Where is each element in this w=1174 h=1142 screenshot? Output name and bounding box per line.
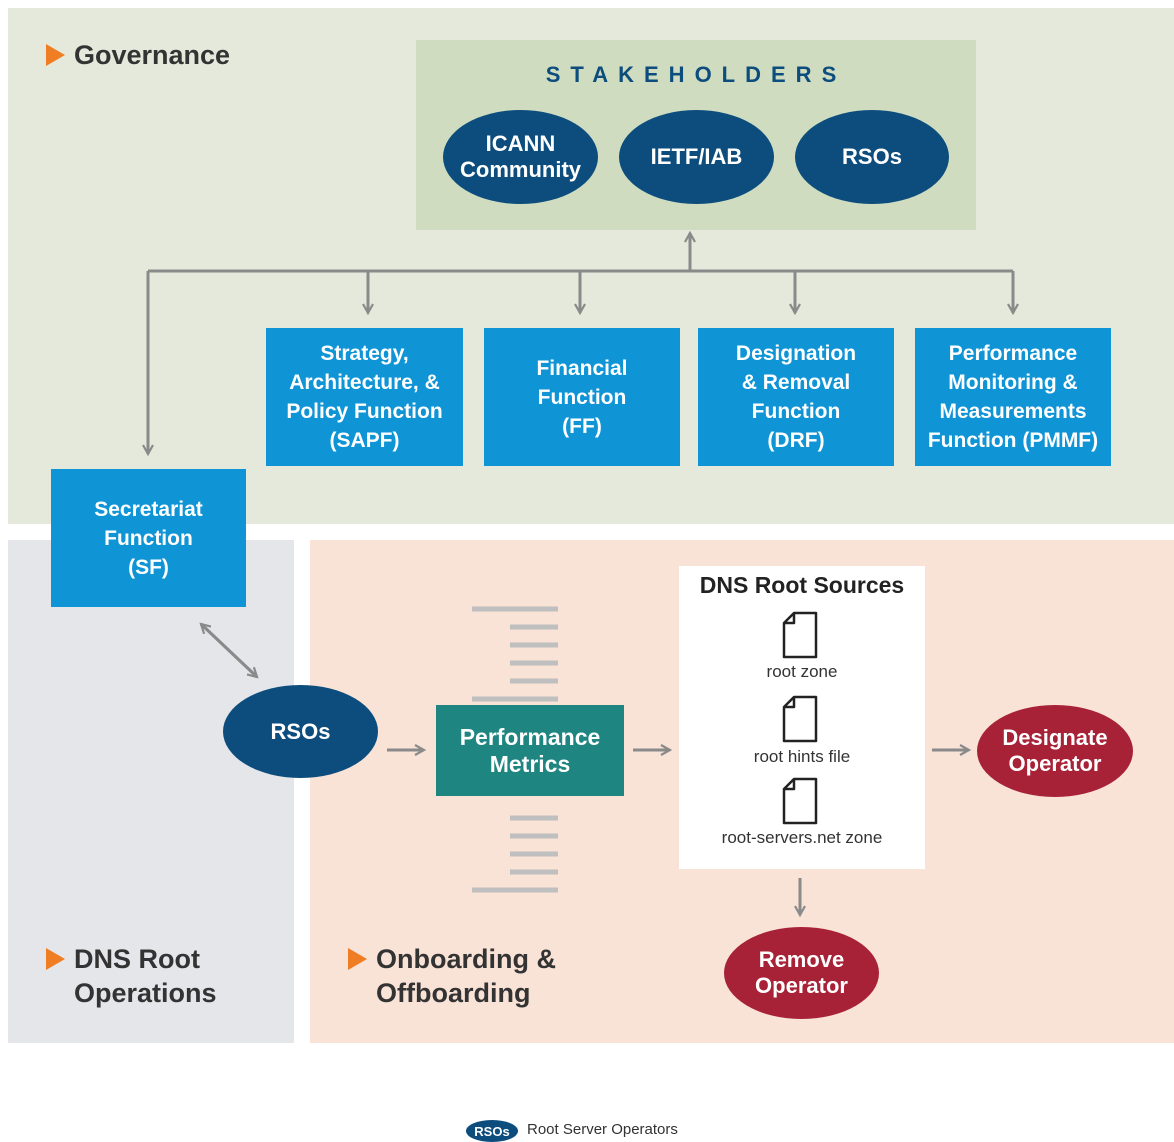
secretariat-function: Secretariat Function (SF) [51,469,246,607]
governance-heading: Governance [74,40,231,70]
sapf-line-4: (SAPF) [329,429,400,452]
dns-root-operations-heading: DNS Root Operations [74,942,217,1010]
metrics-line-2: Metrics [489,750,571,777]
remove-line-2: Operator [755,973,848,998]
onboarding-line-2: Offboarding [376,978,531,1008]
sapf-line-1: Strategy, [320,342,409,365]
dns-root-operations-line-1: DNS Root [74,944,200,974]
root-hints-label: root hints file [753,747,851,766]
drf-line-3: Function [751,400,841,423]
icann-line-2: Community [460,157,581,182]
ietf-iab-label: IETF/IAB [650,144,743,169]
metrics-line-1: Performance [459,723,601,750]
drf-line-1: Designation [735,342,857,365]
dns-root-operations-marker-icon [46,948,65,970]
sapf-line-2: Architecture, & [289,371,440,394]
designate-line-2: Operator [1008,751,1102,776]
root-hints-document-icon [782,695,818,743]
governance-marker-icon [46,44,65,66]
stakeholders-title: STAKEHOLDERS [545,62,847,87]
rsos-node: RSOs [223,685,378,778]
icann-line-1: ICANN [485,131,556,156]
ff-line-2: Function [537,385,627,409]
root-zone-document-icon [782,611,818,659]
onboarding-line-1: Onboarding & [376,944,556,974]
function-pmmf: Performance Monitoring & Measurements Fu… [915,328,1111,466]
drf-line-2: & Removal [741,371,851,394]
function-sapf: Strategy, Architecture, & Policy Functio… [266,328,463,466]
designate-operator-node: Designate Operator [977,705,1133,797]
sf-line-3: (SF) [128,555,169,579]
rsos-node-label: RSOs [270,718,331,744]
pmmf-line-2: Monitoring & [948,371,1078,394]
dns-root-operations-line-2: Operations [74,978,217,1008]
function-drf: Designation & Removal Function (DRF) [698,328,894,466]
drf-line-4: (DRF) [767,429,825,452]
root-servers-document-icon [782,777,818,825]
remove-line-1: Remove [758,947,845,972]
root-zone-label: root zone [766,662,838,681]
function-ff: Financial Function (FF) [484,328,680,466]
performance-metrics-box: Performance Metrics [436,705,624,796]
stakeholder-icann-community: ICANN Community [443,110,598,204]
onboarding-marker-icon [348,948,367,970]
stakeholder-rsos-label: RSOs [842,144,902,169]
ff-line-3: (FF) [562,414,602,438]
stakeholder-ietf-iab: IETF/IAB [619,110,774,204]
sapf-line-3: Policy Function [286,400,443,423]
root-servers-label: root-servers.net zone [721,828,883,847]
onboarding-heading: Onboarding & Offboarding [376,942,556,1010]
arrow-rsos-to-sf [201,624,259,679]
pmmf-line-1: Performance [948,342,1078,365]
ff-line-1: Financial [536,356,628,380]
metrics-ladder-graphic [472,606,558,893]
sf-line-2: Function [104,526,193,550]
dns-root-sources-title: DNS Root Sources [699,572,905,598]
sf-line-1: Secretariat [94,497,203,521]
legend-text: Root Server Operators [527,1121,678,1138]
stakeholder-rsos: RSOs [795,110,949,204]
pmmf-line-3: Measurements [939,400,1087,423]
remove-operator-node: Remove Operator [724,927,879,1019]
designate-line-1: Designate [1002,725,1108,750]
legend-rsos-badge: RSOs [466,1120,518,1142]
pmmf-line-4: Function (PMMF) [927,429,1099,452]
